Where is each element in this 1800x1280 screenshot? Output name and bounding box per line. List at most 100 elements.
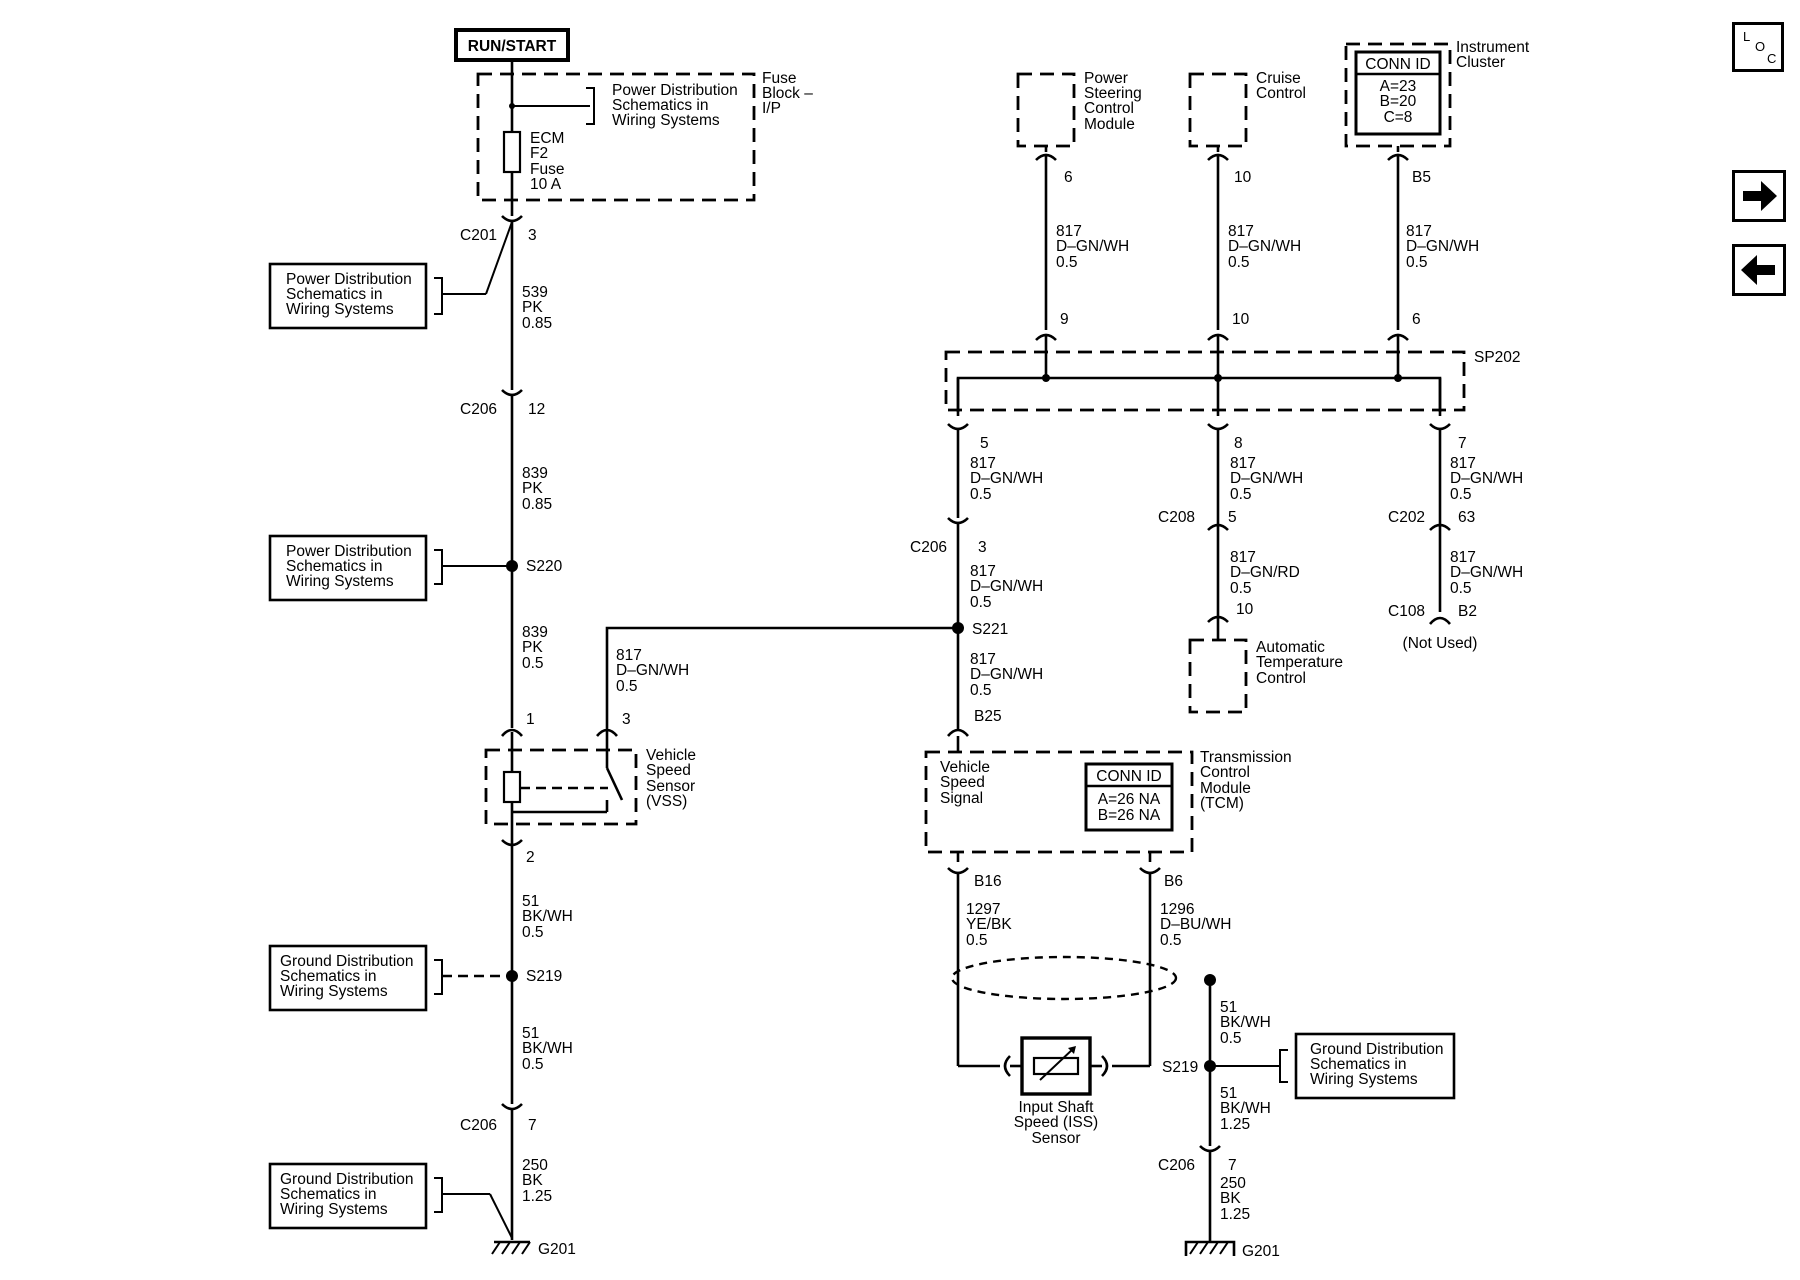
svg-text:Wiring Systems: Wiring Systems [286, 573, 394, 590]
svg-text:0.85: 0.85 [522, 496, 552, 513]
svg-text:G201: G201 [1242, 1243, 1280, 1260]
arrow-left-icon [1741, 255, 1775, 285]
atc-wire-label-2: 817 D–GN/RD 0.5 [1230, 549, 1300, 597]
svg-text:Power Distribution: Power Distribution [286, 271, 412, 288]
svg-text:Vehicle: Vehicle [940, 759, 990, 776]
right-wire-label-1: 817 D–GN/WH 0.5 [1450, 455, 1523, 503]
right-ground-wire-label-1: 51 BK/WH 0.5 [1220, 999, 1271, 1047]
svg-text:0.5: 0.5 [970, 486, 992, 503]
svg-text:C206: C206 [1158, 1157, 1195, 1174]
previous-arrow-button[interactable] [1732, 244, 1786, 296]
svg-text:1.25: 1.25 [1220, 1206, 1250, 1223]
svg-text:817: 817 [970, 455, 996, 472]
svg-text:Wiring Systems: Wiring Systems [280, 983, 388, 1000]
power-steering-control-module: Power Steering Control Module 6 [1016, 70, 1142, 186]
svg-text:SP202: SP202 [1474, 349, 1521, 366]
svg-text:Block –: Block – [762, 85, 813, 102]
svg-text:Control: Control [1256, 670, 1306, 687]
svg-text:1297: 1297 [966, 901, 1000, 918]
svg-text:D–GN/RD: D–GN/RD [1230, 564, 1300, 581]
wire-539-label: 539 PK 0.85 [522, 284, 552, 332]
svg-text:12: 12 [528, 401, 545, 418]
svg-text:Vehicle: Vehicle [646, 747, 696, 764]
svg-text:Module: Module [1084, 116, 1135, 133]
svg-text:Control: Control [1256, 85, 1306, 102]
svg-text:0.5: 0.5 [1056, 254, 1078, 271]
c201-connector: C201 3 [460, 215, 537, 244]
svg-text:51: 51 [1220, 1085, 1237, 1102]
svg-text:10 A: 10 A [530, 176, 562, 193]
svg-text:5: 5 [1228, 509, 1237, 526]
svg-text:Wiring Systems: Wiring Systems [286, 301, 394, 318]
svg-text:7: 7 [1228, 1157, 1237, 1174]
svg-text:10: 10 [1232, 311, 1250, 328]
s219-left-label: S219 [526, 968, 562, 985]
svg-text:250: 250 [1220, 1175, 1246, 1192]
right-wire-label-2: 817 D–GN/WH 0.5 [1450, 549, 1523, 597]
ecm-fuse-label: ECM F2 Fuse 10 A [530, 130, 564, 193]
cruise-control-module: Cruise Control 10 [1188, 70, 1306, 186]
svg-text:539: 539 [522, 284, 548, 301]
right-ground-wire-label-3: 250 BK 1.25 [1220, 1175, 1250, 1223]
svg-text:B=20: B=20 [1380, 93, 1417, 110]
locator-letter-o: O [1755, 39, 1766, 54]
svg-text:10: 10 [1236, 601, 1254, 618]
s221-splice [952, 622, 964, 634]
s220-label: S220 [526, 558, 563, 575]
locator-letter-c: C [1767, 51, 1777, 66]
arrow-right-icon [1743, 181, 1777, 211]
psc-wire-label: 817 D–GN/WH 0.5 [1056, 223, 1129, 271]
svg-text:B25: B25 [974, 708, 1002, 725]
svg-text:D–GN/WH: D–GN/WH [1450, 564, 1523, 581]
svg-text:7: 7 [1458, 435, 1467, 452]
svg-text:817: 817 [1406, 223, 1432, 240]
svg-text:0.5: 0.5 [1228, 254, 1250, 271]
svg-text:817: 817 [1230, 455, 1256, 472]
svg-text:Instrument: Instrument [1456, 39, 1530, 56]
svg-text:Wiring Systems: Wiring Systems [612, 112, 720, 129]
svg-text:Signal: Signal [940, 790, 983, 807]
s219-right-label: S219 [1162, 1059, 1198, 1076]
svg-text:Schematics in: Schematics in [280, 1186, 376, 1203]
svg-text:C108: C108 [1388, 603, 1425, 620]
svg-text:51: 51 [522, 1025, 539, 1042]
svg-text:839: 839 [522, 624, 548, 641]
c206-connector-7-right: C206 7 [1158, 1145, 1237, 1174]
svg-text:C201: C201 [460, 227, 497, 244]
locator-button[interactable]: L O C [1732, 22, 1784, 72]
svg-text:D–BU/WH: D–BU/WH [1160, 916, 1231, 933]
svg-text:A=26 NA: A=26 NA [1098, 791, 1161, 808]
svg-text:BK/WH: BK/WH [1220, 1014, 1271, 1031]
svg-text:8: 8 [1234, 435, 1243, 452]
svg-text:C=8: C=8 [1384, 109, 1413, 126]
right-ground-wire-label-2: 51 BK/WH 1.25 [1220, 1085, 1271, 1133]
svg-text:1296: 1296 [1160, 901, 1194, 918]
svg-text:839: 839 [522, 465, 548, 482]
svg-text:6: 6 [1412, 311, 1421, 328]
svg-text:(VSS): (VSS) [646, 793, 687, 810]
c206-connector-12: C206 12 [460, 389, 545, 418]
ground-distribution-ref-2: Ground Distribution Schematics in Wiring… [268, 1162, 513, 1239]
svg-text:0.5: 0.5 [970, 594, 992, 611]
c206-connector-7-left: C206 7 [460, 1103, 537, 1134]
svg-text:C206: C206 [910, 539, 947, 556]
svg-text:817: 817 [970, 563, 996, 580]
svg-text:0.5: 0.5 [1406, 254, 1428, 271]
svg-text:BK: BK [1220, 1190, 1241, 1207]
svg-text:Fuse: Fuse [762, 70, 796, 87]
svg-text:B=26 NA: B=26 NA [1098, 807, 1161, 824]
svg-text:0.5: 0.5 [522, 1056, 544, 1073]
svg-text:817: 817 [616, 647, 642, 664]
svg-text:ECM: ECM [530, 130, 564, 147]
svg-text:Transmission: Transmission [1200, 749, 1292, 766]
c108-connector: C108 B2 (Not Used) [1388, 603, 1477, 652]
svg-text:Schematics in: Schematics in [280, 968, 376, 985]
twisted-pair-shield [950, 955, 1178, 1001]
svg-text:Schematics in: Schematics in [612, 97, 708, 114]
svg-text:Schematics in: Schematics in [286, 286, 382, 303]
svg-text:Ground Distribution: Ground Distribution [280, 1171, 414, 1188]
c208-connector: C208 5 [1158, 509, 1237, 531]
svg-text:PK: PK [522, 639, 543, 656]
next-arrow-button[interactable] [1732, 170, 1786, 222]
